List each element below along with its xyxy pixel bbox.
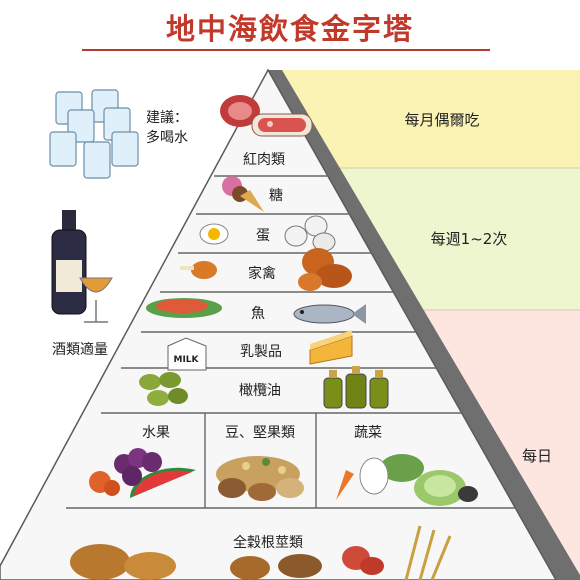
label-vegetables: 蔬菜 <box>354 425 382 441</box>
water-note-line2: 多喝水 <box>146 129 188 146</box>
label-monthly: 每月偶爾吃 <box>404 111 479 129</box>
label-fish: 魚 <box>251 306 265 322</box>
label-eggs: 蛋 <box>256 228 270 244</box>
eggs-icon <box>199 215 336 252</box>
beans-nuts-icon <box>216 456 304 501</box>
label-red-meat: 紅肉類 <box>243 152 285 168</box>
label-dairy: 乳製品 <box>240 344 282 360</box>
water-note-line1: 建議： <box>146 109 188 126</box>
label-weekly: 每週1~2次 <box>431 230 508 248</box>
vegetables-icon <box>336 454 478 506</box>
label-daily: 每日 <box>522 447 552 465</box>
tier-lines <box>66 175 516 509</box>
page-title: 地中海飲食金字塔 <box>165 12 414 46</box>
title-underline <box>82 49 490 51</box>
band-monthly <box>282 70 580 168</box>
wine-bottle-icon <box>51 210 87 315</box>
dairy-icon: MILK <box>167 330 353 371</box>
wine-glass-icon <box>79 277 113 323</box>
milk-carton-label: MILK <box>173 355 199 365</box>
poultry-icon <box>180 248 352 291</box>
label-poultry: 家禽 <box>248 265 276 282</box>
wine-note: 酒類適量 <box>52 341 108 358</box>
fruit-icon <box>89 448 196 498</box>
fish-icon <box>146 298 366 324</box>
pyramid-side-face <box>268 70 580 580</box>
red-meat-icon <box>220 95 313 137</box>
label-fruit: 水果 <box>142 425 170 441</box>
sweets-icon <box>222 176 264 212</box>
grains-icon <box>70 525 452 580</box>
label-grains: 全穀根莖類 <box>233 534 303 551</box>
olives-icon <box>139 372 188 406</box>
label-beans-nuts: 豆、堅果類 <box>225 425 295 441</box>
olive-oil-bottles-icon <box>323 366 389 409</box>
label-sweets: 糖 <box>269 188 283 204</box>
label-olive-oil: 橄欖油 <box>239 383 281 399</box>
water-glasses-icon <box>49 89 139 179</box>
